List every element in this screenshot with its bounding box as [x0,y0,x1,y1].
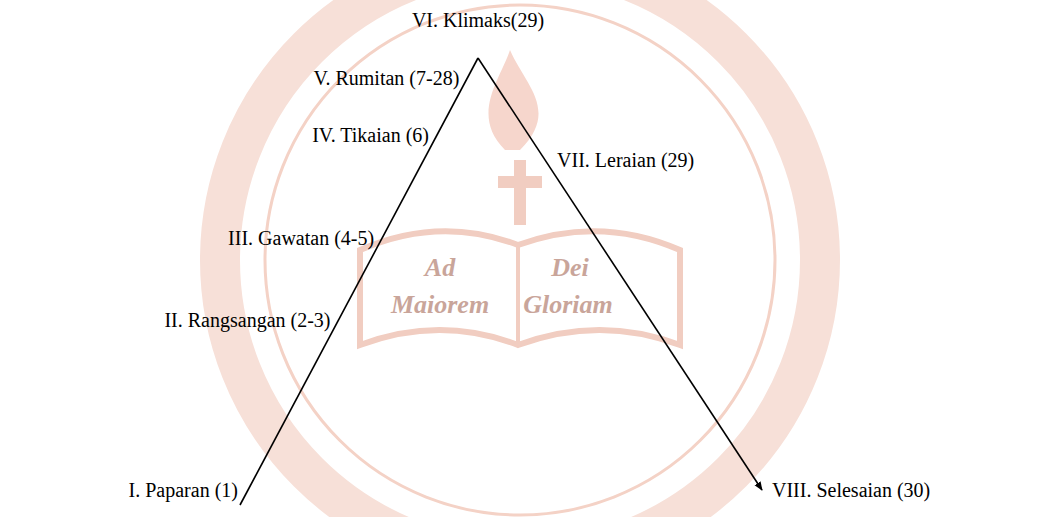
watermark-text: Gloriam [523,289,613,320]
plot-lines [240,58,762,505]
stage-label: IV. Tikaian (6) [312,123,429,147]
stage-label: VI. Klimaks(29) [412,8,544,32]
watermark-emblem [220,0,820,517]
watermark-text: Maiorem [391,289,489,320]
stage-label: I. Paparan (1) [129,478,238,502]
stage-label: V. Rumitan (7-28) [314,66,460,90]
watermark-text: Dei [551,252,589,283]
stage-label: VII. Leraian (29) [557,148,694,172]
stage-label: VIII. Selesaian (30) [772,478,930,502]
watermark-text: Ad [425,252,455,283]
stage-label: II. Rangsangan (2-3) [164,308,330,332]
stage-label: III. Gawatan (4-5) [228,226,374,250]
